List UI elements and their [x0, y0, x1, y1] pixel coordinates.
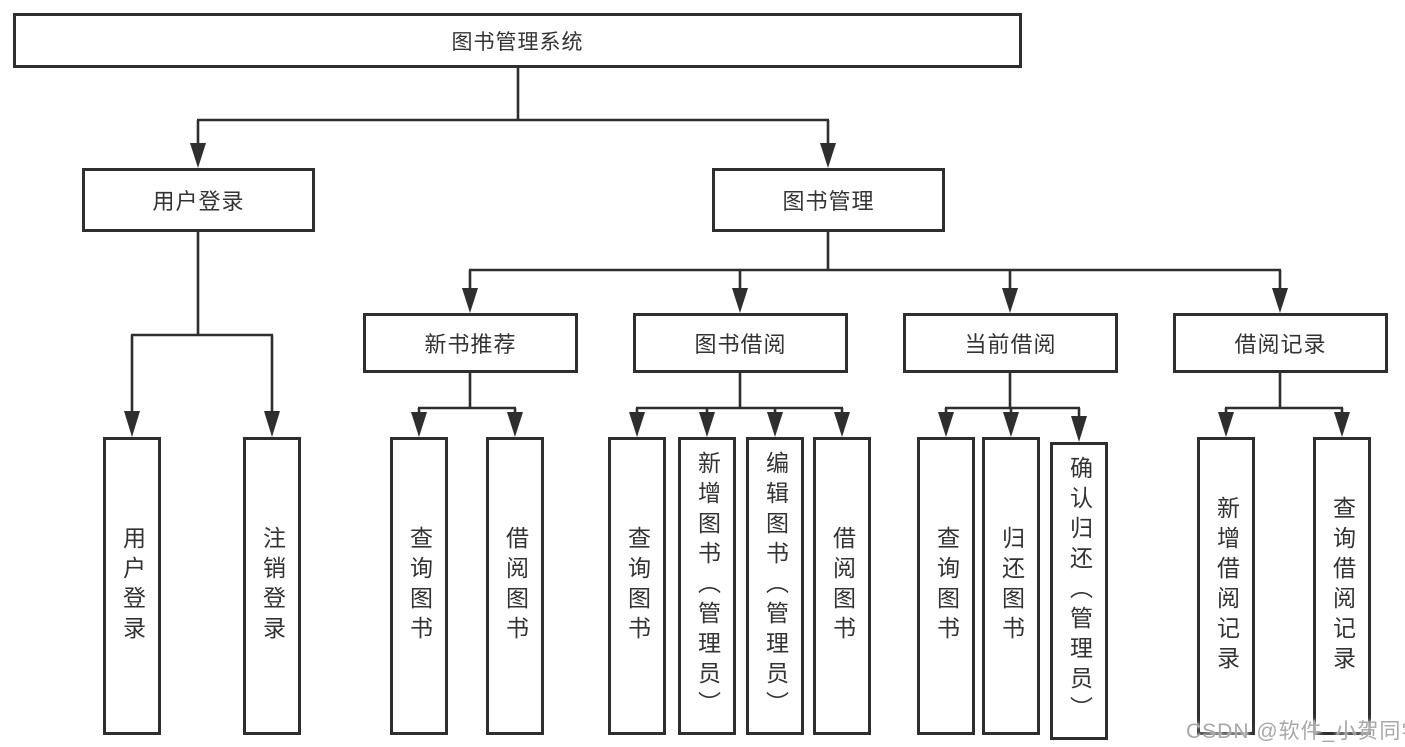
- node-user-login: 用户登录: [82, 168, 315, 232]
- leaf-query-books-current: 查询图书: [917, 437, 975, 735]
- leaf-add-borrow-record: 新增借阅记录: [1197, 437, 1255, 735]
- node-new-book-recommendation: 新书推荐: [363, 313, 578, 373]
- node-book-management: 图书管理: [712, 168, 945, 232]
- node-current-borrowing: 当前借阅: [903, 313, 1118, 373]
- leaf-query-borrow-record: 查询借阅记录: [1313, 437, 1371, 735]
- node-book-borrowing: 图书借阅: [633, 313, 848, 373]
- csdn-watermark: CSDN @软件_小贺同学: [1186, 720, 1405, 743]
- leaf-query-books-borrow: 查询图书: [608, 437, 666, 735]
- node-library-management-system: 图书管理系统: [13, 13, 1022, 68]
- node-borrowing-records: 借阅记录: [1173, 313, 1388, 373]
- leaf-confirm-return-admin: 确认归还（管理员）: [1050, 442, 1108, 740]
- leaf-borrow-books-recommend: 借阅图书: [486, 437, 544, 735]
- leaf-edit-books-admin: 编辑图书（管理员）: [746, 437, 804, 735]
- leaf-query-books-recommend: 查询图书: [390, 437, 448, 735]
- leaf-user-login: 用户登录: [103, 437, 161, 735]
- leaf-logout: 注销登录: [243, 437, 301, 735]
- leaf-return-books: 归还图书: [982, 437, 1040, 735]
- leaf-borrow-books: 借阅图书: [813, 437, 871, 735]
- leaf-add-books-admin: 新增图书（管理员）: [678, 437, 736, 735]
